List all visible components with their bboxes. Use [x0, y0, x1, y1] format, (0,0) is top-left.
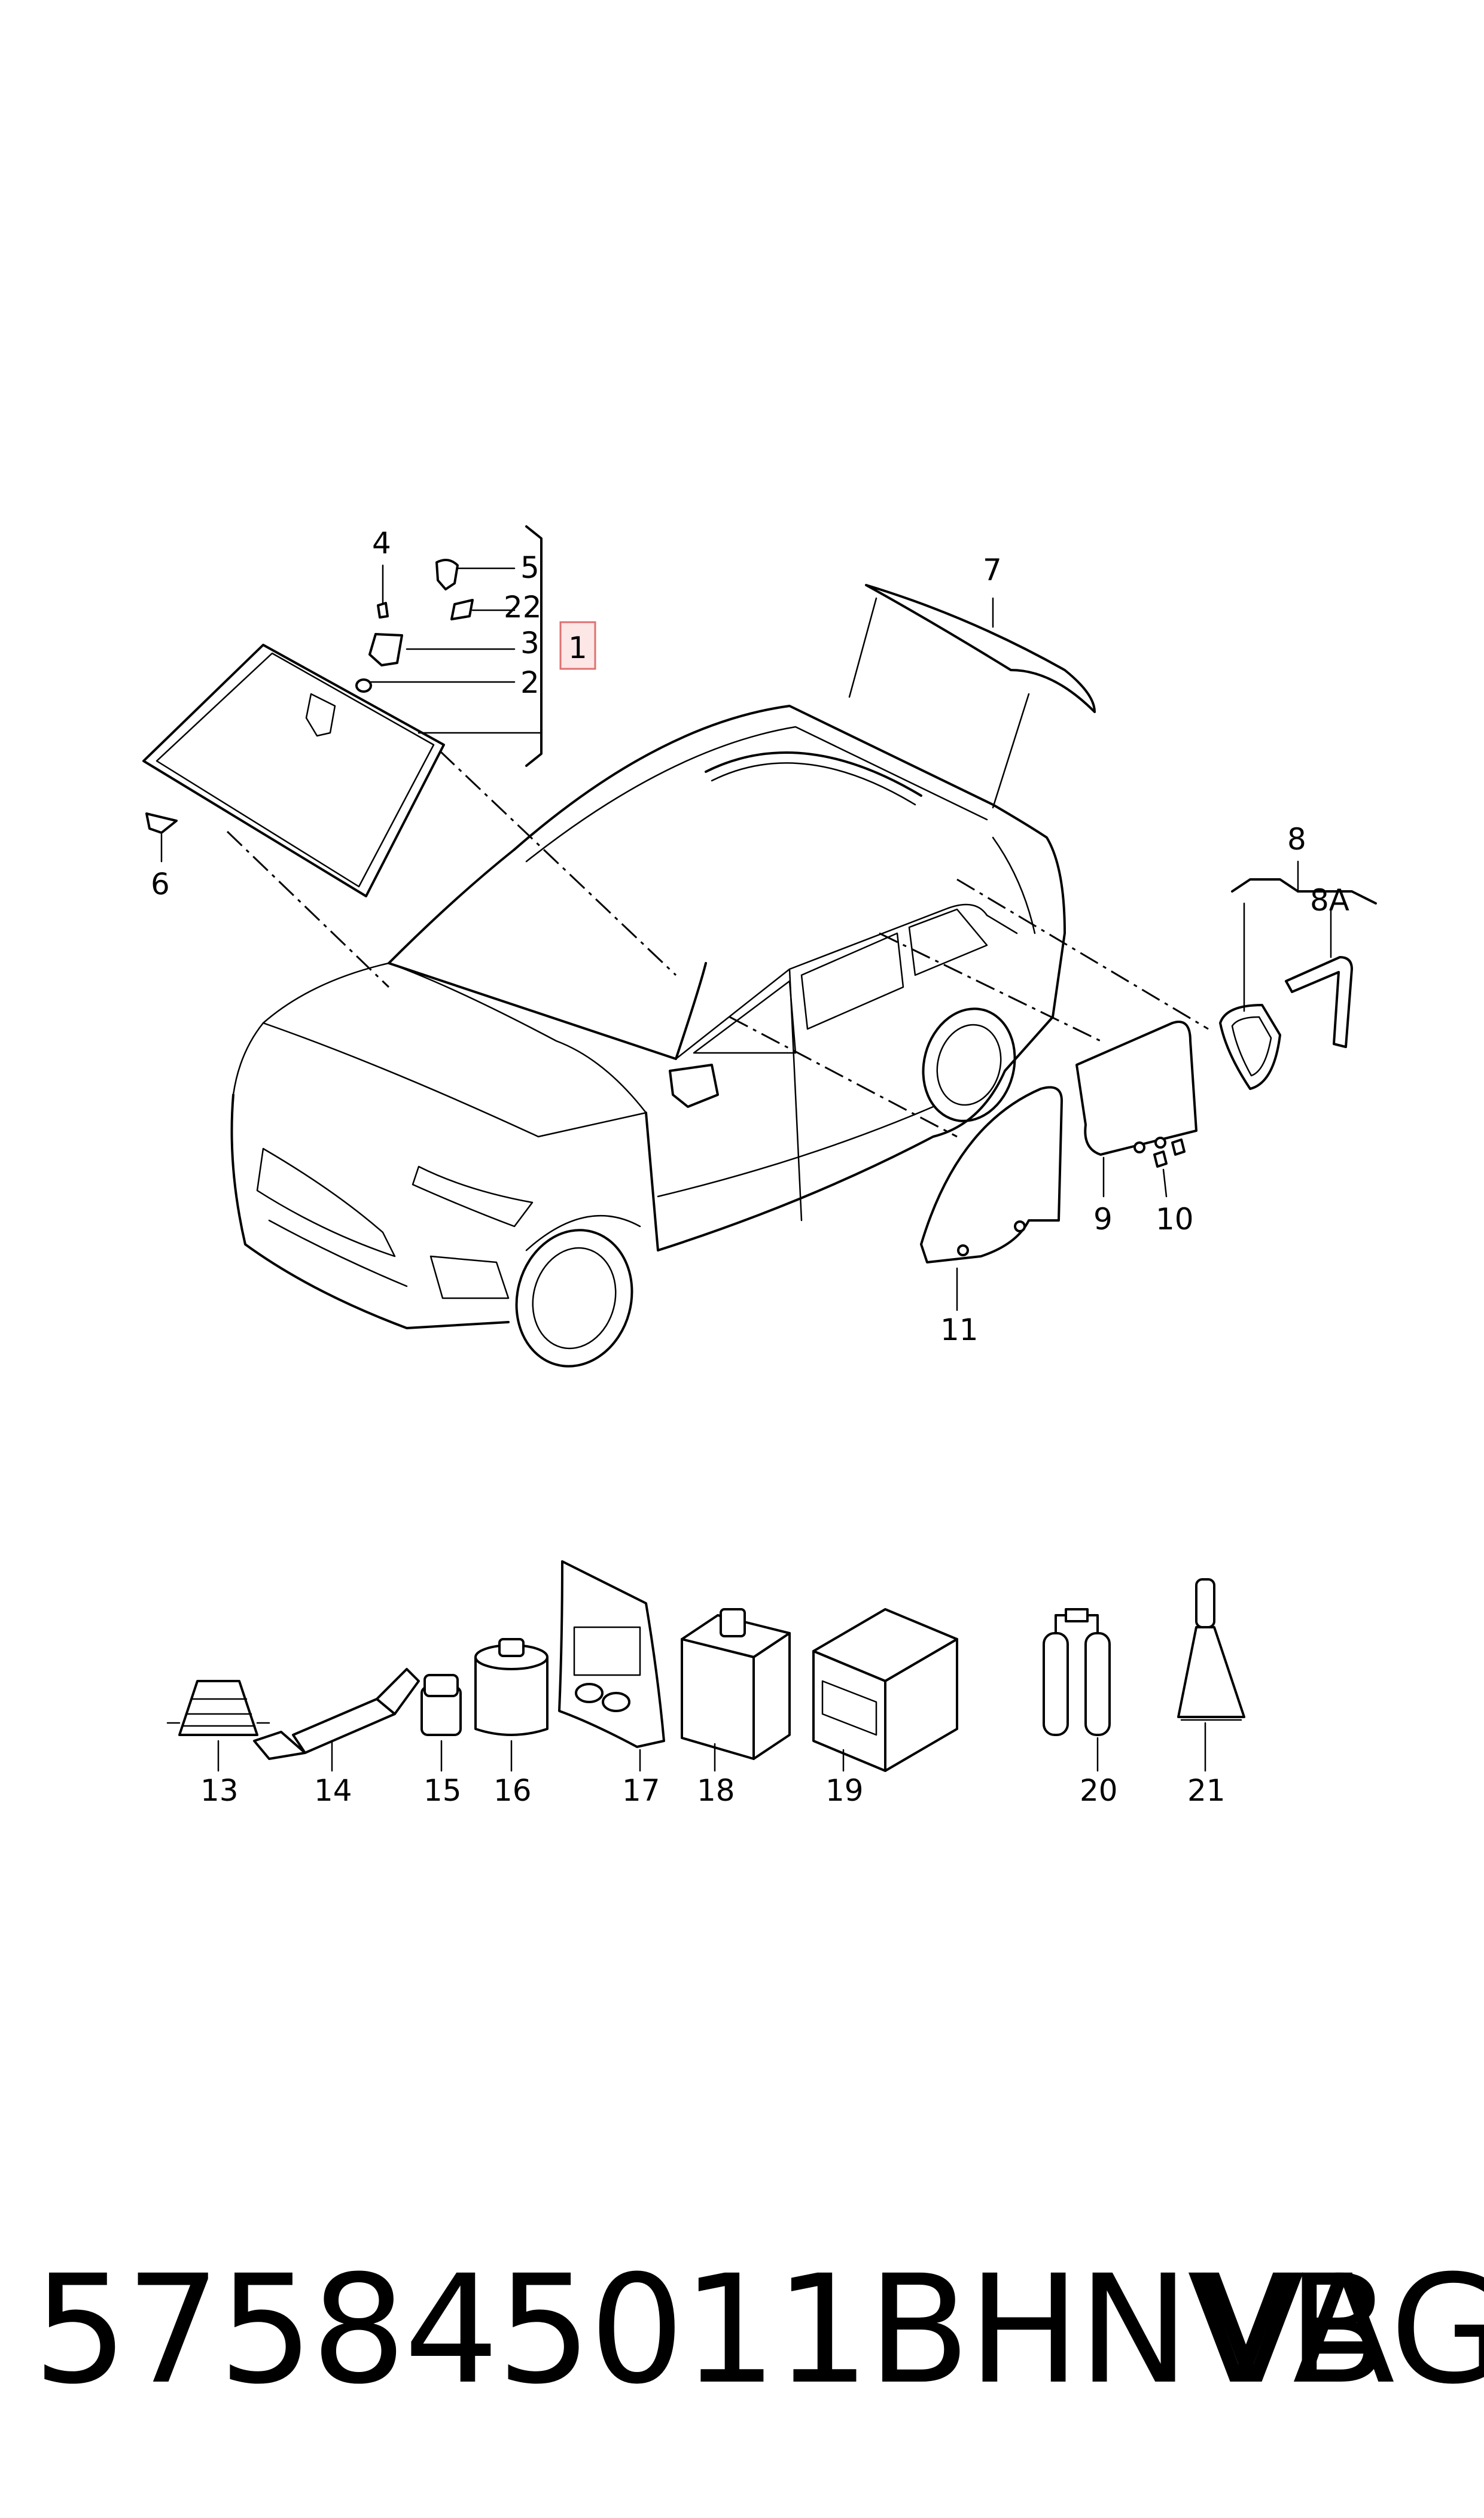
accessory-bracket	[370, 525, 543, 767]
windscreen	[142, 644, 445, 897]
part-number: 575845011BHNVB	[33, 2243, 1390, 2417]
rear-door-glass	[1075, 1021, 1197, 1198]
brand-label: VAG	[1202, 2243, 1484, 2417]
callout-1: 1	[568, 631, 587, 665]
part-14-tube	[253, 1668, 420, 1772]
callout-2: 2	[520, 665, 540, 700]
footer: 575845011BHNVB VAG	[0, 2237, 1484, 2429]
callout-10: 10	[1156, 1202, 1194, 1237]
callout-13: 13	[200, 1773, 239, 1808]
part-16-canister	[474, 1638, 548, 1772]
part-15-bottle	[420, 1674, 462, 1772]
callout-3: 3	[520, 626, 540, 660]
callout-11: 11	[940, 1313, 979, 1347]
callout-20: 20	[1080, 1773, 1118, 1808]
part-20-cartridge	[1043, 1608, 1111, 1772]
callout-9: 9	[1093, 1202, 1113, 1237]
quarter-glass	[1219, 860, 1377, 1090]
part-6-shape	[145, 812, 178, 834]
accessory-parts	[355, 559, 474, 693]
callout-19: 19	[825, 1773, 864, 1808]
callout-18: 18	[697, 1773, 735, 1808]
callout-8: 8	[1287, 822, 1306, 857]
callout-22: 22	[504, 590, 542, 625]
callout-4: 4	[372, 526, 391, 561]
callout-15: 15	[423, 1773, 462, 1808]
vehicle-body	[230, 705, 1066, 1368]
leader-lines	[226, 750, 1209, 1138]
callout-6: 6	[151, 867, 170, 902]
front-door-glass	[920, 1086, 1063, 1311]
callout-5: 5	[520, 550, 540, 585]
callout-labels: 1 2 3 4 5 22 6 7 8 8A 9 10 11 13 14 15 1…	[151, 526, 1349, 1808]
part-10-clips	[1153, 1138, 1186, 1198]
part-21-mixer	[1177, 1578, 1245, 1772]
callout-7: 7	[983, 553, 1002, 587]
parts-diagram: 1 2 3 4 5 22 6 7 8 8A 9 10 11 13 14 15 1…	[142, 525, 1377, 1808]
callout-14: 14	[314, 1773, 352, 1808]
callout-16: 16	[493, 1773, 532, 1808]
part-19-box	[812, 1608, 958, 1772]
callout-1-highlight	[559, 621, 596, 670]
callout-21: 21	[1187, 1773, 1226, 1808]
rear-window	[848, 584, 1096, 809]
part-13-nozzle	[166, 1680, 270, 1772]
callout-17: 17	[622, 1773, 660, 1808]
callout-8a: 8A	[1310, 883, 1349, 918]
part-18-bottle	[681, 1608, 791, 1772]
part-17-pouch	[558, 1560, 665, 1772]
